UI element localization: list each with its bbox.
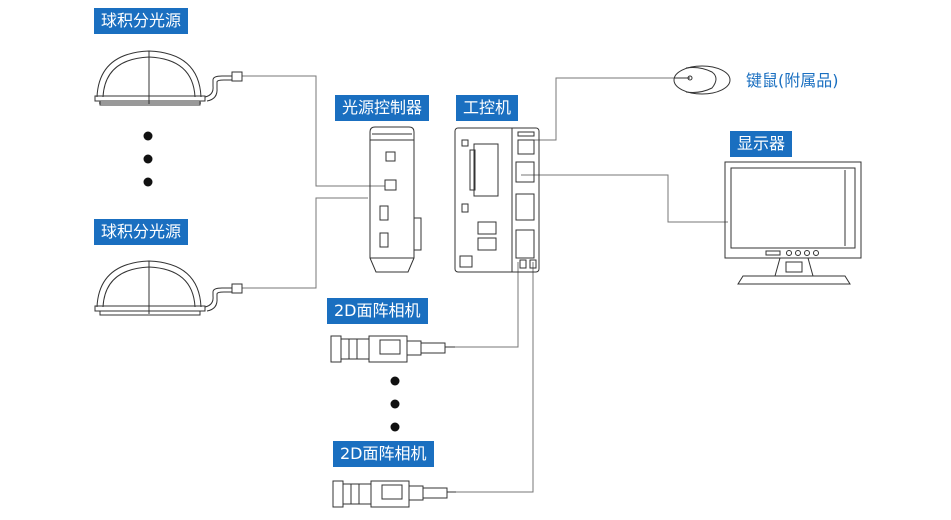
cable-camera1-ipc [455,262,519,348]
monitor-device [724,161,862,285]
cable-monitor-ipc [521,174,728,223]
ellipsis-dots-cameras [390,376,400,432]
cable-camera2-ipc [456,262,534,493]
light-controller-device [369,126,422,273]
cable-mouse-ipc [528,77,676,141]
area-camera-2 [332,480,456,508]
area-camera-1 [330,335,455,363]
light-source-label-2: 球积分光源 [94,219,189,245]
cable-light2-controller [242,197,368,289]
ellipsis-dot [390,376,400,386]
light-source-label-1: 球积分光源 [94,8,189,34]
ellipsis-dot [143,154,153,164]
monitor-label: 显示器 [730,131,793,157]
mouse-device [673,65,731,95]
mouse-keyboard-label: 键鼠(附属品) [746,71,839,90]
ellipsis-dot [390,399,400,409]
industrial-pc-device [454,127,540,273]
camera-label-2: 2D面阵相机 [333,441,434,467]
cable-light1-controller [242,75,385,187]
connection-lines [242,75,728,493]
industrial-pc-label: 工控机 [456,95,519,121]
light-controller-label: 光源控制器 [335,95,430,121]
integrating-sphere-light-2 [94,260,243,316]
ellipsis-dot [143,177,153,187]
ellipsis-dot [390,422,400,432]
camera-label-1: 2D面阵相机 [327,298,428,324]
integrating-sphere-light-1 [94,50,243,106]
ellipsis-dots-lights [143,131,153,187]
ellipsis-dot [143,131,153,141]
